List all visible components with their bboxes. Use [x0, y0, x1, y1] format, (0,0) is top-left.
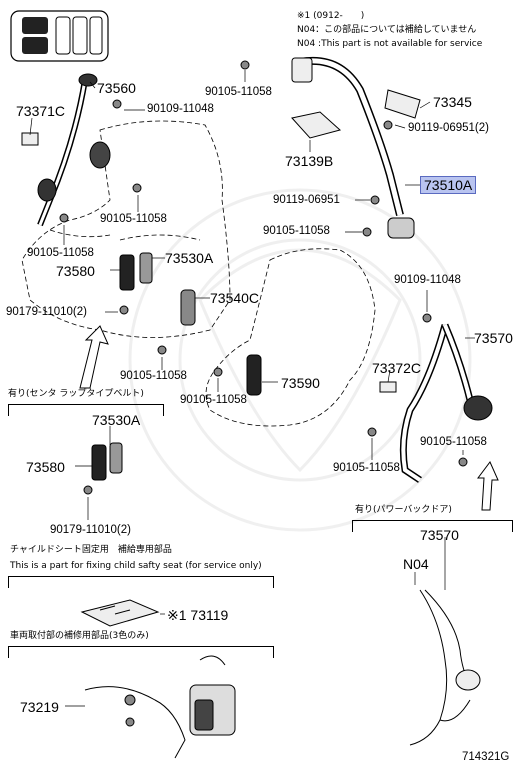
part-73590[interactable]: 73590 [281, 375, 320, 391]
part-73560[interactable]: 73560 [97, 80, 136, 96]
buckle-73590 [246, 354, 262, 396]
part-73580[interactable]: 73580 [26, 459, 65, 475]
bolt-icons [59, 60, 468, 495]
part-73570[interactable]: 73570 [420, 527, 459, 543]
section-tick [512, 520, 513, 532]
buckle-73530A-73580 [91, 252, 153, 481]
part-90119-06951[interactable]: 90119-06951 [273, 194, 340, 206]
buckle-73540C [180, 289, 196, 326]
belt-73570-power-back-door [409, 589, 481, 746]
section-tick [273, 646, 274, 658]
part-90105-11058[interactable]: 90105-11058 [333, 462, 400, 474]
leader-lines [29, 70, 475, 707]
cover-73345 [384, 89, 421, 119]
section-label-child-seat-jp: チャイルドシート固定用 補給専用部品 [10, 545, 172, 555]
cover-73372C [379, 381, 397, 393]
belt-73560 [37, 73, 111, 227]
callout-arrows [79, 325, 499, 511]
n04-note-jp: N04：この部品については補給していません [297, 25, 477, 35]
section-label-center-lap: 有り(センタ ラップタイプベルト) [8, 389, 144, 399]
footnote-marker: ※1 (0912- ) [297, 11, 365, 21]
section-tick [8, 576, 9, 588]
section-tick [273, 576, 274, 588]
part-90109-11048[interactable]: 90109-11048 [394, 274, 461, 286]
watermark-emblem [128, 188, 472, 532]
part-73530A[interactable]: 73530A [92, 412, 141, 428]
child-seat-bracket-73119 [80, 599, 160, 627]
section-label-child-seat-en: This is a part for fixing child safty se… [10, 561, 262, 571]
part-90105-11058[interactable]: 90105-11058 [100, 213, 167, 225]
part-73371C[interactable]: 73371C [16, 103, 66, 119]
n04-note-en: N04 :This part is not available for serv… [297, 39, 483, 49]
part-73119[interactable]: ※1 73119 [167, 607, 229, 623]
part-90105-11058[interactable]: 90105-11058 [180, 394, 247, 406]
section-tick [163, 404, 164, 416]
part-N04[interactable]: N04 [403, 556, 429, 572]
part-73570[interactable]: 73570 [474, 330, 513, 346]
belt-73570 [399, 323, 493, 483]
second-row-seat-outline [21, 120, 376, 427]
part-90105-11058[interactable]: 90105-11058 [263, 225, 330, 237]
part-90179-11010-2[interactable]: 90179-11010(2) [6, 306, 87, 318]
part-90105-11058[interactable]: 90105-11058 [27, 247, 94, 259]
part-73139B[interactable]: 73139B [285, 153, 334, 169]
diagram-id: 714321G [462, 751, 510, 763]
part-73580[interactable]: 73580 [56, 263, 95, 279]
vehicle-seat-layout-icon [10, 10, 109, 62]
part-90105-11058[interactable]: 90105-11058 [205, 86, 272, 98]
section-label-repair-parts: 車両取付部の補修用部品(3色のみ) [10, 631, 149, 641]
anchor-73219 [84, 655, 236, 759]
part-73345[interactable]: 73345 [433, 94, 472, 110]
section-tick [8, 404, 9, 416]
section-divider [8, 404, 163, 405]
section-divider [352, 520, 512, 521]
part-73530A[interactable]: 73530A [165, 250, 214, 266]
section-divider [8, 646, 273, 647]
belt-73510A [291, 56, 415, 239]
part-73372C[interactable]: 73372C [372, 360, 422, 376]
part-90179-11010-2[interactable]: 90179-11010(2) [50, 524, 131, 536]
section-label-power-back-door: 有り(パワーバックドア) [355, 505, 452, 515]
part-73219[interactable]: 73219 [20, 699, 59, 715]
part-90105-11058[interactable]: 90105-11058 [420, 436, 487, 448]
part-90105-11058[interactable]: 90105-11058 [120, 370, 187, 382]
bracket-73139B [291, 111, 342, 139]
part-90119-06951-2[interactable]: 90119-06951(2) [408, 122, 489, 134]
part-73540C[interactable]: 73540C [210, 290, 260, 306]
part-90109-11048[interactable]: 90109-11048 [147, 103, 214, 115]
section-tick [352, 520, 353, 532]
section-divider [8, 576, 273, 577]
part-73510A[interactable]: 73510A [420, 176, 477, 194]
section-tick [8, 646, 9, 658]
